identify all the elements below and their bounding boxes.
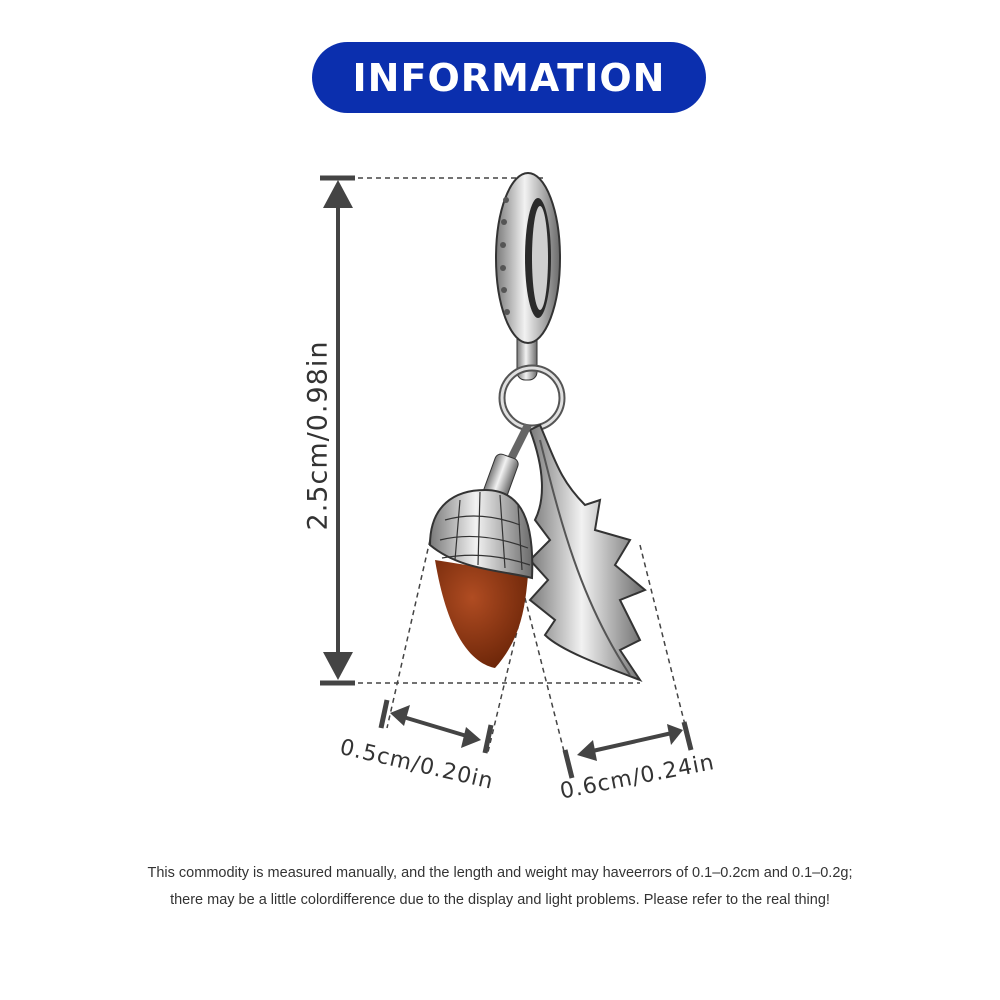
height-label: 2.5cm/0.98in — [302, 340, 334, 531]
leaf-width-dimension — [524, 544, 694, 779]
information-header: INFORMATION — [312, 42, 706, 113]
acorn-width-dimension — [378, 539, 526, 754]
disclaimer-note: This commodity is measured manually, and… — [0, 860, 1000, 914]
charm-image — [428, 172, 647, 683]
height-dimension — [320, 175, 640, 686]
disclaimer-line-2: there may be a little colordifference du… — [170, 892, 830, 908]
disclaimer-line-1: This commodity is measured manually, and… — [147, 865, 853, 881]
